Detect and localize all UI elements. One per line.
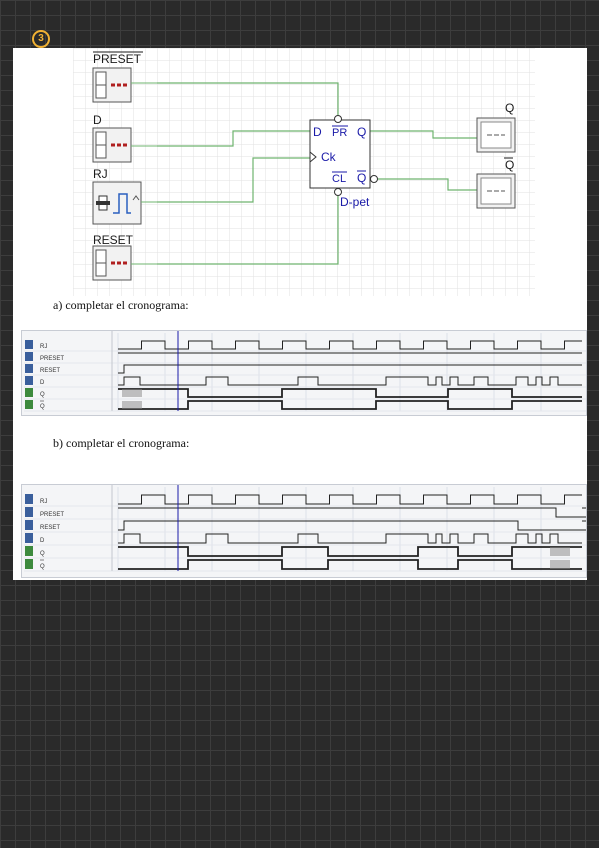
waveform <box>118 376 582 386</box>
output-label-q: Q <box>505 101 514 115</box>
signal-row: Q <box>25 400 45 410</box>
output-label-qbar: Q <box>505 158 514 172</box>
signal-name: Q <box>40 404 45 410</box>
waveform <box>118 364 582 374</box>
d-switch[interactable] <box>92 127 157 163</box>
signal-name: Q <box>40 564 45 570</box>
section-b-caption: b) completar el cronograma: <box>53 436 190 450</box>
waveform <box>118 520 586 531</box>
hatched-region <box>122 401 142 409</box>
signal-row: Q <box>25 388 45 398</box>
output-qbar-display: Q <box>476 157 516 209</box>
signal-name: RESET <box>40 368 60 374</box>
signal-name: PRESET <box>40 512 64 518</box>
signal-name: Q <box>40 392 45 398</box>
signal-row: RJ <box>25 494 47 505</box>
input-label-d: D <box>93 113 102 127</box>
wires <box>157 82 477 265</box>
waveform <box>118 546 582 557</box>
waveform <box>118 559 582 570</box>
signal-name: RESET <box>40 525 60 531</box>
d-flip-flop-block: D PR Q Ck CL Q D-pet <box>309 115 378 209</box>
signal-row: RJ <box>25 340 47 350</box>
ff-pin-qbar: Q <box>357 171 366 185</box>
timing-diagram-b-svg: RJ PRESET RESET D Q Q <box>24 485 586 572</box>
signal-row: PRESET <box>25 352 64 362</box>
step-badge: 3 <box>32 30 50 48</box>
ff-pin-pr: PR <box>332 127 347 139</box>
timing-diagram-b: RJ PRESET RESET D Q Q <box>21 484 587 578</box>
section-a-caption: a) completar el cronograma: <box>53 298 189 312</box>
input-label-rj: RJ <box>93 167 108 181</box>
ff-pin-ck: Ck <box>321 150 337 164</box>
signal-row: RESET <box>25 520 60 531</box>
signal-row: D <box>25 533 45 544</box>
waveform <box>118 533 582 544</box>
signal-name: RJ <box>40 499 47 505</box>
hatched-region <box>122 389 142 397</box>
waveform <box>118 494 582 505</box>
signal-name: D <box>40 538 45 544</box>
input-label-reset: RESET <box>93 233 134 247</box>
waveform <box>118 388 582 398</box>
signal-row: PRESET <box>25 507 64 518</box>
worksheet: PRESET D RJ RESET <box>13 48 587 580</box>
hatched-region <box>550 547 570 556</box>
preset-switch[interactable] <box>92 67 157 103</box>
signal-name: Q <box>40 551 45 557</box>
signal-row: Q <box>25 546 45 557</box>
ff-pin-d: D <box>313 125 322 139</box>
rj-clock-generator[interactable] <box>92 181 157 225</box>
signal-name: D <box>40 380 45 386</box>
waveform <box>118 340 582 350</box>
ff-pin-q: Q <box>357 125 366 139</box>
signal-row: D <box>25 376 45 386</box>
input-label-preset: PRESET <box>93 52 142 66</box>
reset-switch[interactable] <box>92 245 157 281</box>
waveform <box>118 507 586 518</box>
signal-name: RJ <box>40 344 47 350</box>
ff-pin-cl: CL <box>332 173 346 185</box>
signal-row: Q <box>25 559 45 570</box>
hatched-region <box>550 560 570 569</box>
ff-name: D-pet <box>340 195 370 209</box>
signal-row: RESET <box>25 364 60 374</box>
flip-flop-circuit-diagram: PRESET D RJ RESET <box>73 48 535 296</box>
output-q-display: Q <box>476 101 516 153</box>
signal-name: PRESET <box>40 356 64 362</box>
waveform <box>118 400 582 410</box>
